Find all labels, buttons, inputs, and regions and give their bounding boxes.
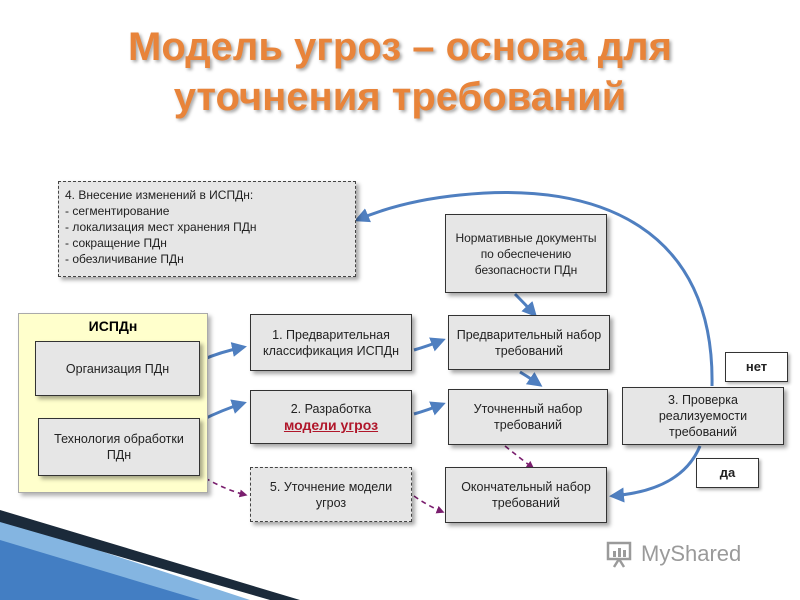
step5-box: 5. Уточнение модели угроз (250, 467, 412, 522)
step5-label: 5. Уточнение модели угроз (269, 479, 393, 510)
tech-pdn-label: Технология обработки ПДн (54, 432, 184, 462)
tech-pdn-box: Технология обработки ПДн (38, 418, 200, 476)
no-label: нет (745, 359, 768, 374)
yes-label: да (719, 465, 736, 480)
step3-label: 3. Проверка реализуемости требований (658, 393, 748, 439)
step1-box: 1. Предварительная классификация ИСПДн (250, 314, 412, 371)
page-title: Модель угроз – основа для уточнения треб… (0, 22, 800, 122)
org-pdn-box: Организация ПДн (35, 341, 200, 396)
title-line-1: Модель угроз – основа для (128, 25, 672, 69)
threat-model-link[interactable]: модели угроз (283, 417, 379, 433)
normative-docs-label: Нормативные документы по обеспечению без… (455, 230, 597, 277)
myshared-watermark: MyShared (605, 536, 785, 572)
org-pdn-label: Организация ПДн (65, 361, 170, 376)
normative-docs-box: Нормативные документы по обеспечению без… (445, 214, 607, 293)
watermark-text: MyShared (641, 541, 742, 566)
step4-line-4: - сокращение ПДн (65, 236, 167, 250)
step4-line-3: - локализация мест хранения ПДн (65, 220, 257, 234)
step4-line-1: 4. Внесение изменений в ИСПДн: (65, 188, 254, 202)
step4-line-5: - обезличивание ПДн (65, 252, 184, 266)
final-requirements-box: Окончательный набор требований (445, 467, 607, 523)
prelim-requirements-label: Предварительный набор требований (456, 327, 602, 358)
step3-box: 3. Проверка реализуемости требований (622, 387, 784, 445)
presentation-icon (606, 541, 632, 568)
step4-line-2: - сегментирование (65, 204, 170, 218)
refined-requirements-label: Уточненный набор требований (473, 402, 583, 432)
no-label-box: нет (725, 352, 788, 382)
final-requirements-label: Окончательный набор требований (461, 480, 591, 510)
step4-box: 4. Внесение изменений в ИСПДн: - сегмент… (58, 181, 356, 277)
step2-box: 2. Разработка модели угроз (250, 390, 412, 444)
prelim-requirements-box: Предварительный набор требований (448, 315, 610, 370)
step2-label: 2. Разработка (290, 402, 372, 416)
yes-label-box: да (696, 458, 759, 488)
refined-requirements-box: Уточненный набор требований (448, 389, 608, 445)
step1-label: 1. Предварительная классификация ИСПДн (262, 327, 400, 358)
title-line-2: уточнения требований (173, 75, 627, 119)
ispdn-title: ИСПДн (88, 318, 138, 334)
